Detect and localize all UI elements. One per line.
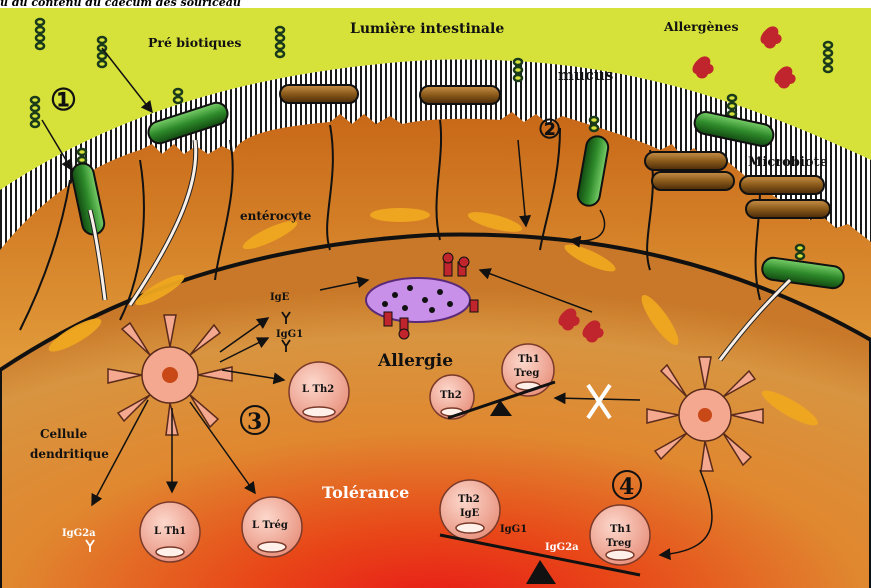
cell-lth2: L Th2	[302, 384, 334, 395]
step-1: ①	[50, 83, 77, 118]
cell-treg-top: Treg	[514, 368, 539, 379]
cell-th2-ige-1: Th2	[458, 494, 480, 505]
label-allergy: Allergie	[377, 351, 453, 371]
label-prebiotics: Pré biotiques	[148, 35, 241, 50]
antibody-igg1-lower: IgG1	[500, 524, 527, 535]
svg-text:3: 3	[247, 409, 262, 435]
cell-th1-top: Th1	[518, 354, 540, 365]
antibody-igg2a-lower: IgG2a	[545, 542, 579, 553]
step-2: ②	[538, 115, 561, 145]
cell-treg-bottom: Treg	[606, 538, 631, 549]
header-caption: u du contenu du caecum des souriceau	[0, 0, 241, 9]
label-lumen: Lumière intestinale	[350, 21, 504, 37]
antibody-ige: IgE	[270, 292, 290, 303]
antibody-igg1-upper: IgG1	[276, 329, 303, 340]
cell-th2-ige-2: IgE	[460, 508, 480, 519]
label-tolerance: Tolérance	[322, 483, 409, 502]
label-enterocyte: entérocyte	[240, 209, 312, 223]
cell-th1-bottom: Th1	[610, 524, 632, 535]
label-dendritic-2: dendritique	[30, 447, 109, 461]
label-microbiota: Microbiote	[748, 155, 828, 170]
cell-ltreg: L Trég	[252, 520, 288, 531]
cell-lth1: L Th1	[154, 526, 186, 537]
antibody-igg2a-left: IgG2a	[62, 528, 96, 539]
svg-text:4: 4	[619, 474, 634, 500]
label-dendritic-1: Cellule	[40, 427, 88, 441]
cell-th2-balance: Th2	[440, 390, 462, 401]
label-mucus: mucus	[558, 66, 613, 84]
label-allergens: Allergènes	[663, 19, 739, 34]
